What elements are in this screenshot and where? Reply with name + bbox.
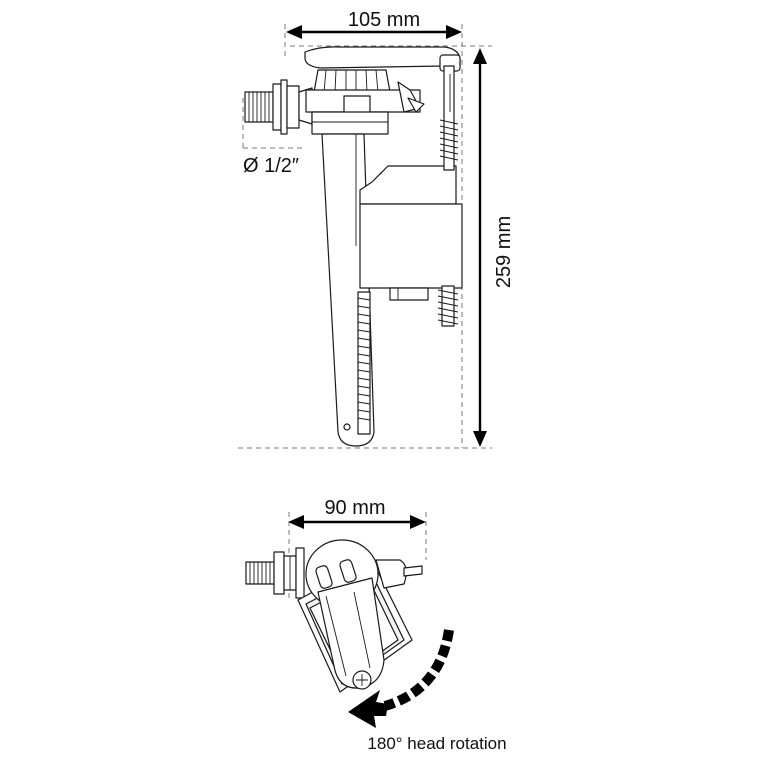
guide-lines xyxy=(238,24,492,449)
float-box xyxy=(359,165,463,301)
arrow-right-icon xyxy=(446,25,462,39)
width-top-dimension: 105 mm xyxy=(286,9,462,39)
nozzle xyxy=(375,559,423,589)
rotation-arrow xyxy=(348,629,454,728)
inlet-thread xyxy=(244,79,313,135)
rotating-head xyxy=(305,539,385,690)
width-bottom-dimension: 90 mm xyxy=(288,497,426,529)
rotate-arrow-icon xyxy=(348,690,388,728)
rack-teeth xyxy=(357,297,371,421)
rotation-caption: 180° head rotation xyxy=(367,734,506,753)
lower-thread xyxy=(437,289,459,325)
main-body xyxy=(321,133,375,447)
inlet-thread-top xyxy=(245,547,305,599)
upper-spring xyxy=(439,119,459,161)
adjustment-rod xyxy=(437,65,459,327)
arrow-up-icon xyxy=(473,48,487,64)
side-view: 105 mm 259 mm Ø 1/2″ xyxy=(238,9,515,449)
top-view: 90 mm xyxy=(245,497,507,753)
inlet-label: Ø 1/2″ xyxy=(243,155,299,177)
arrow-right-icon xyxy=(410,515,426,529)
arrow-left-icon xyxy=(286,25,302,39)
arrow-down-icon xyxy=(473,431,487,447)
valve-head xyxy=(304,46,461,135)
width-top-label: 105 mm xyxy=(348,9,420,31)
height-side-label: 259 mm xyxy=(493,216,515,288)
width-bottom-label: 90 mm xyxy=(324,497,385,519)
height-side-dimension: 259 mm xyxy=(473,48,515,447)
arrow-left-icon xyxy=(288,515,304,529)
